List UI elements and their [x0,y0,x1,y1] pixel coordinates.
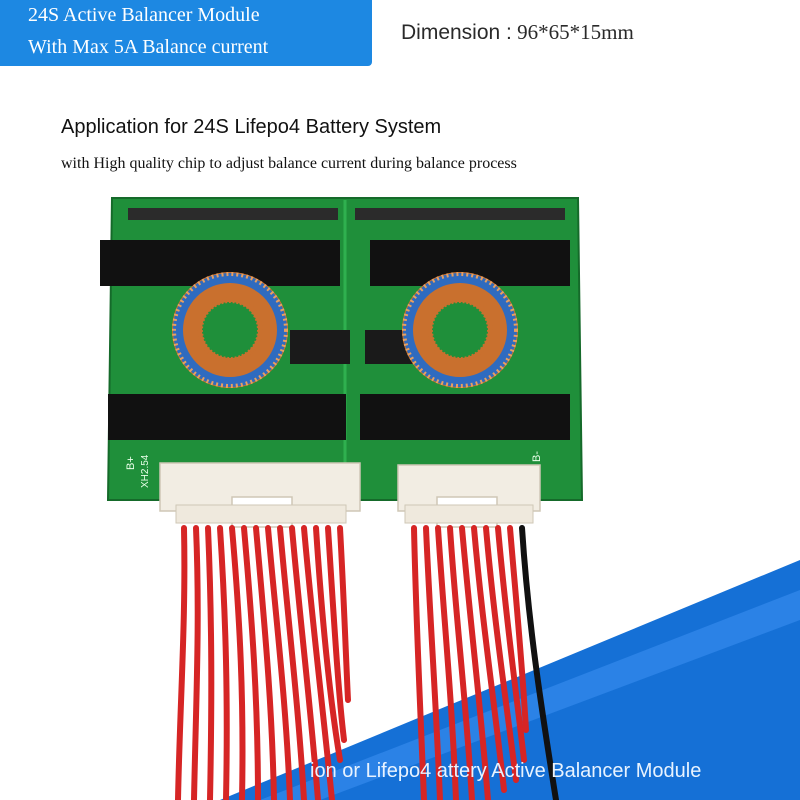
board-label-xh: XH2.54 [140,454,151,488]
board-label-bminus: B- [531,451,543,462]
header-left-bottom [108,394,346,440]
wires-right [411,525,529,800]
dimension-value: 96*65*15mm [517,20,634,44]
connector-left [159,462,361,528]
wire-black [519,525,559,800]
connector-right [397,464,541,528]
blue-swoosh-light [260,590,800,800]
header-right-bottom [360,394,570,440]
board-label-bplus: B+ [125,456,137,470]
toroid-left [172,272,288,388]
application-text: Application for 24S Lifepo4 Battery Syst… [61,116,442,138]
bottom-caption: ion or Lifepo4 attery Active Balancer Mo… [310,760,702,782]
toroid-right [402,272,518,388]
wires-left [175,525,351,800]
chip-note-text: with High quality chip to adjust balance… [61,155,517,172]
title-line-2: With Max 5A Balance current [28,36,269,58]
component-row-top [128,208,565,220]
chip-left [290,330,350,364]
title-line-1: 24S Active Balancer Module [28,4,260,26]
title-banner: 24S Active Balancer Module With Max 5A B… [0,0,372,66]
blue-swoosh [220,560,800,800]
dimension-text: Dimension : 96*65*15mm [401,20,634,45]
dimension-label: Dimension : [401,21,512,44]
